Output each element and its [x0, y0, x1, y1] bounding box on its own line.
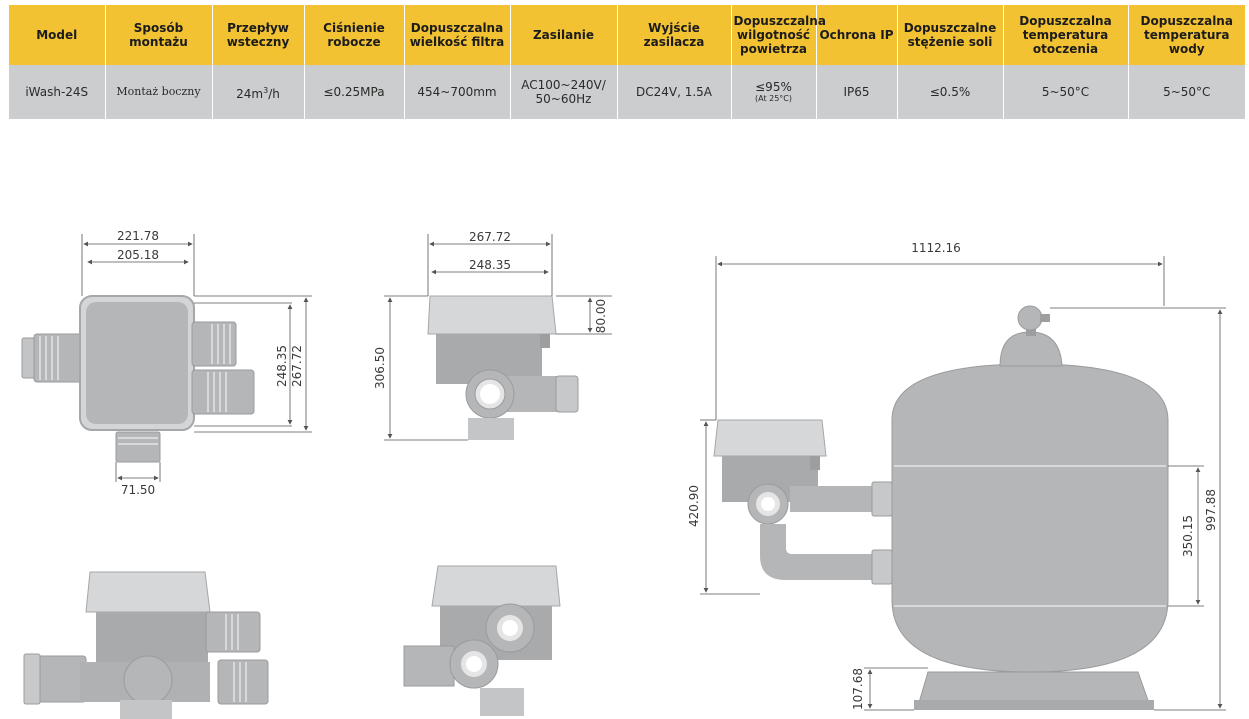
cell-water-temp: 5~50°C — [1128, 65, 1245, 119]
dim-side-height: 306.50 — [373, 347, 387, 389]
cell-flow-unit: /h — [268, 86, 280, 101]
cell-psu-output: DC24V, 1.5A — [617, 65, 732, 119]
dim-assembly-base-height: 107.68 — [851, 668, 865, 710]
dim-top-width-outer: 221.78 — [117, 229, 159, 243]
header-model: Model — [9, 5, 106, 65]
perspective-view-1 — [23, 571, 269, 719]
header-power: Zasilanie — [510, 5, 618, 65]
cell-power-line2: 50~60Hz — [535, 92, 592, 106]
table-row: iWash-24S Montaż boczny 24m3/h ≤0.25MPa … — [9, 65, 1245, 119]
header-salt: Dopuszczalne stężenie soli — [897, 5, 1004, 65]
dim-top-width-inner: 205.18 — [117, 248, 159, 262]
dim-top-height-inner: 248.35 — [275, 345, 289, 387]
cell-ip: IP65 — [816, 65, 898, 119]
cell-mounting: Montaż boczny — [105, 65, 213, 119]
dim-side-lid: 80.00 — [594, 299, 608, 333]
header-pressure: Ciśnienie robocze — [304, 5, 405, 65]
dim-assembly-total-height: 997.88 — [1204, 489, 1218, 531]
assembly-drawing: 1112.16 420.90 350.15 997.88 107.68 — [687, 241, 1226, 711]
cell-ambient-temp: 5~50°C — [1003, 65, 1129, 119]
cell-filter-size: 454~700mm — [404, 65, 511, 119]
dim-side-width-inner: 248.35 — [469, 258, 511, 272]
cell-model: iWash-24S — [9, 65, 106, 119]
dim-assembly-width: 1112.16 — [911, 241, 961, 255]
cell-salt: ≤0.5% — [897, 65, 1004, 119]
cell-flow-sup: 3 — [263, 85, 269, 95]
cell-flow-value: 24m — [236, 86, 264, 101]
cell-humidity-note: (At 25°C) — [754, 94, 793, 103]
header-filter-size: Dopuszczalna wielkość filtra — [404, 5, 511, 65]
perspective-view-2 — [403, 565, 561, 716]
header-ambient-temp: Dopuszczalna temperatura otoczenia — [1003, 5, 1129, 65]
header-ip: Ochrona IP — [816, 5, 898, 65]
cell-humidity: ≤95%(At 25°C) — [731, 65, 817, 119]
cell-humidity-value: ≤95% — [755, 80, 792, 94]
cell-power-line1: AC100~240V/ — [521, 78, 606, 92]
cell-flow: 24m3/h — [212, 65, 305, 119]
header-water-temp: Dopuszczalna temperatura wody — [1128, 5, 1245, 65]
dim-top-port: 71.50 — [121, 483, 155, 497]
cell-pressure: ≤0.25MPa — [304, 65, 405, 119]
dim-side-width-outer: 267.72 — [469, 230, 511, 244]
header-mounting: Sposób montażu — [105, 5, 213, 65]
top-view-drawing: 221.78 205.18 248.35 267.72 71.50 — [21, 229, 312, 497]
header-psu-output: Wyjście zasilacza — [617, 5, 732, 65]
side-view-drawing: 267.72 248.35 306.50 80.00 — [373, 230, 612, 441]
dim-assembly-port-spacing: 350.15 — [1181, 515, 1195, 557]
table-header-row: Model Sposób montażu Przepływ wsteczny C… — [9, 5, 1245, 65]
dim-assembly-valve-height: 420.90 — [687, 485, 701, 527]
dim-top-height-outer: 267.72 — [290, 345, 304, 387]
header-humidity: Dopuszczalna wilgotność powietrza — [731, 5, 826, 65]
header-flow: Przepływ wsteczny — [212, 5, 305, 65]
cell-power: AC100~240V/50~60Hz — [510, 65, 618, 119]
spec-table: Model Sposób montażu Przepływ wsteczny C… — [9, 5, 1245, 119]
